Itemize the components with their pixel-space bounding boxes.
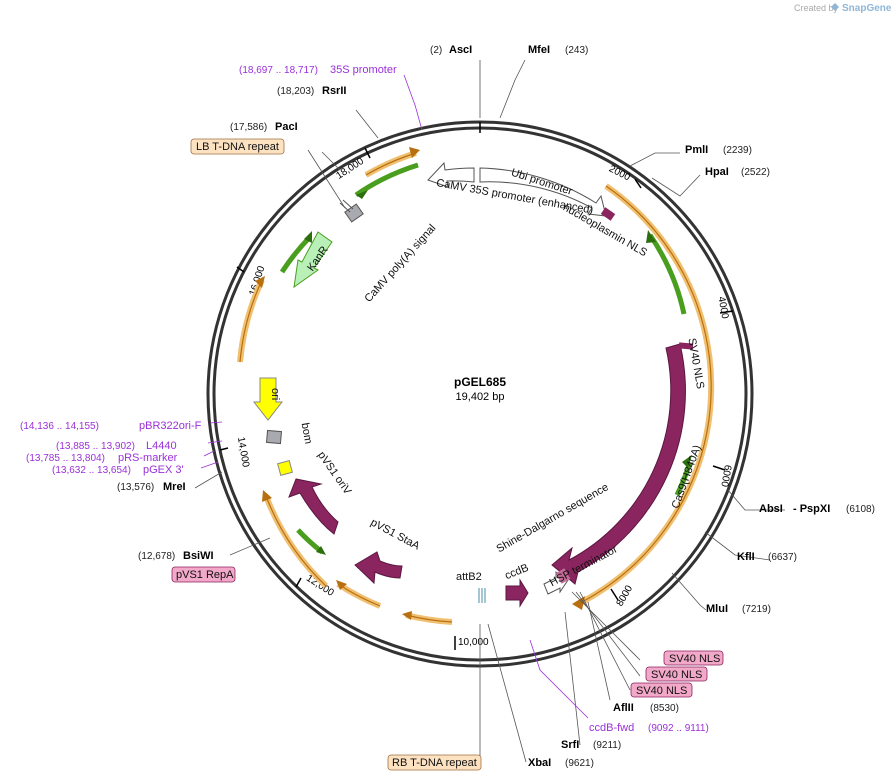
plasmid-length: 19,402 bp [456,391,505,403]
bom-box [265,429,283,445]
ubi-promoter-arrow[interactable] [479,167,607,217]
primer-pos: (13,785 .. 13,804) [26,453,105,464]
primer-name[interactable]: 35S promoter [330,64,397,76]
site-pos: (6637) [768,552,797,563]
site-name[interactable]: KflI [737,551,755,563]
feature-label: attB2 [456,571,482,583]
site-name[interactable]: MluI [706,603,728,615]
tick-marks [219,122,734,650]
tag-box-lb [190,138,285,155]
tag-sv40-nls-1[interactable]: SV40 NLS [669,653,720,665]
site-name[interactable]: RsrII [322,85,346,97]
tag-box-repa [171,566,236,583]
tag-sv40-nls-3[interactable]: SV40 NLS [636,685,687,697]
primer-name[interactable]: L4440 [146,440,177,452]
tick-label: 8000 [615,583,636,608]
site-name[interactable]: AflII [613,702,634,714]
site-pos: (7219) [742,604,771,615]
hsp-terminator-box [555,568,571,584]
ori-arrow[interactable] [252,377,284,421]
ccdb-arrow[interactable] [505,578,529,608]
plasmid-name: pGEL685 [454,375,506,389]
pvs1-oriv-arrow[interactable] [288,478,339,535]
tag-sv40-nls-2[interactable]: SV40 NLS [651,669,702,681]
primer-name[interactable]: ccdB-fwd [589,722,634,734]
camv-35s-promoter-arrow[interactable] [427,161,475,188]
site-pos: (2) [430,45,442,56]
tag-lb-t-dna[interactable]: LB T-DNA repeat [196,141,279,153]
tag-box-sv40-3 [630,682,693,698]
site-pos: (9621) [565,758,594,769]
tag-box-sv40-1 [663,650,724,666]
primer-leaders [200,74,589,719]
primer-name[interactable]: pGEX 3' [143,464,184,476]
site-name[interactable]: PacI [275,121,298,133]
tick-label: 4000 [715,296,730,320]
leader-lines [194,59,785,763]
credit-brand: SnapGene [842,3,892,14]
green-arc-bottom-left [296,528,324,554]
snapgene-logo-icon [831,3,839,11]
feature-label: CaMV poly(A) signal [362,222,438,305]
tick-label: 14,000 [235,436,251,468]
site-name[interactable]: AscI [449,44,472,56]
green-arc-right-2 [674,461,693,497]
site-pos: (12,678) [138,551,175,562]
attb2-marker [478,588,486,603]
primer-pos: (14,136 .. 14,155) [20,421,99,432]
feature-arc-top-left [364,150,417,178]
primer-pos: (9092 .. 9111) [648,723,709,734]
site-pos: (8530) [650,703,679,714]
feature-label: pVS1 oriV [315,449,354,497]
primer-name[interactable]: pBR322ori-F [139,420,202,432]
primer-pos: (13,632 .. 13,654) [52,465,131,476]
site-name[interactable]: SrfI [561,739,579,751]
tag-rb-t-dna[interactable]: RB T-DNA repeat [392,757,477,769]
feature-label: bom [299,422,315,445]
tag-box-rb [387,754,482,771]
site-name[interactable]: - PspXI [793,503,830,515]
site-name[interactable]: BsiWI [183,550,214,562]
feature-label: ccdB [503,562,530,582]
pvs1-oriv-box [277,460,293,476]
site-pos: (6108) [846,504,875,515]
cas9-arrow[interactable] [551,343,686,585]
tick-label: 10,000 [458,637,489,648]
tick-label: 6000 [718,464,733,488]
tag-pvs1-repa[interactable]: pVS1 RepA [176,569,234,581]
site-name[interactable]: AbsI [759,503,783,515]
feature-label: pVS1 StaA [368,517,422,553]
site-name[interactable]: PmlI [685,144,708,156]
green-arc-top-left [354,162,419,198]
site-pos: (17,586) [230,122,267,133]
sv40-nls-box [678,342,694,350]
nucleoplasmin-nls-box [600,207,616,221]
kanr-arrow[interactable] [293,231,333,289]
camv-polya-box [344,203,364,223]
site-pos: (2522) [741,167,770,178]
site-name[interactable]: XbaI [528,757,551,769]
site-name[interactable]: MfeI [528,44,550,56]
site-pos: (9211) [593,740,621,751]
site-pos: (18,203) [277,86,314,97]
feature-label: SV40 NLS [685,337,706,390]
primer-pos: (13,885 .. 13,902) [56,441,135,452]
site-pos: (243) [565,45,588,56]
primer-name[interactable]: pRS-marker [118,452,178,464]
tag-box-sv40-2 [645,666,708,682]
credit-prefix: Created by [794,3,839,13]
site-pos: (13,576) [117,482,154,493]
feature-label: ori [269,388,281,400]
site-pos: (2239) [723,145,752,156]
primer-pos: (18,697 .. 18,717) [239,65,318,76]
site-name[interactable]: HpaI [705,166,729,178]
pvs1-staa-arrow[interactable] [354,551,403,585]
site-name[interactable]: MreI [163,481,186,493]
